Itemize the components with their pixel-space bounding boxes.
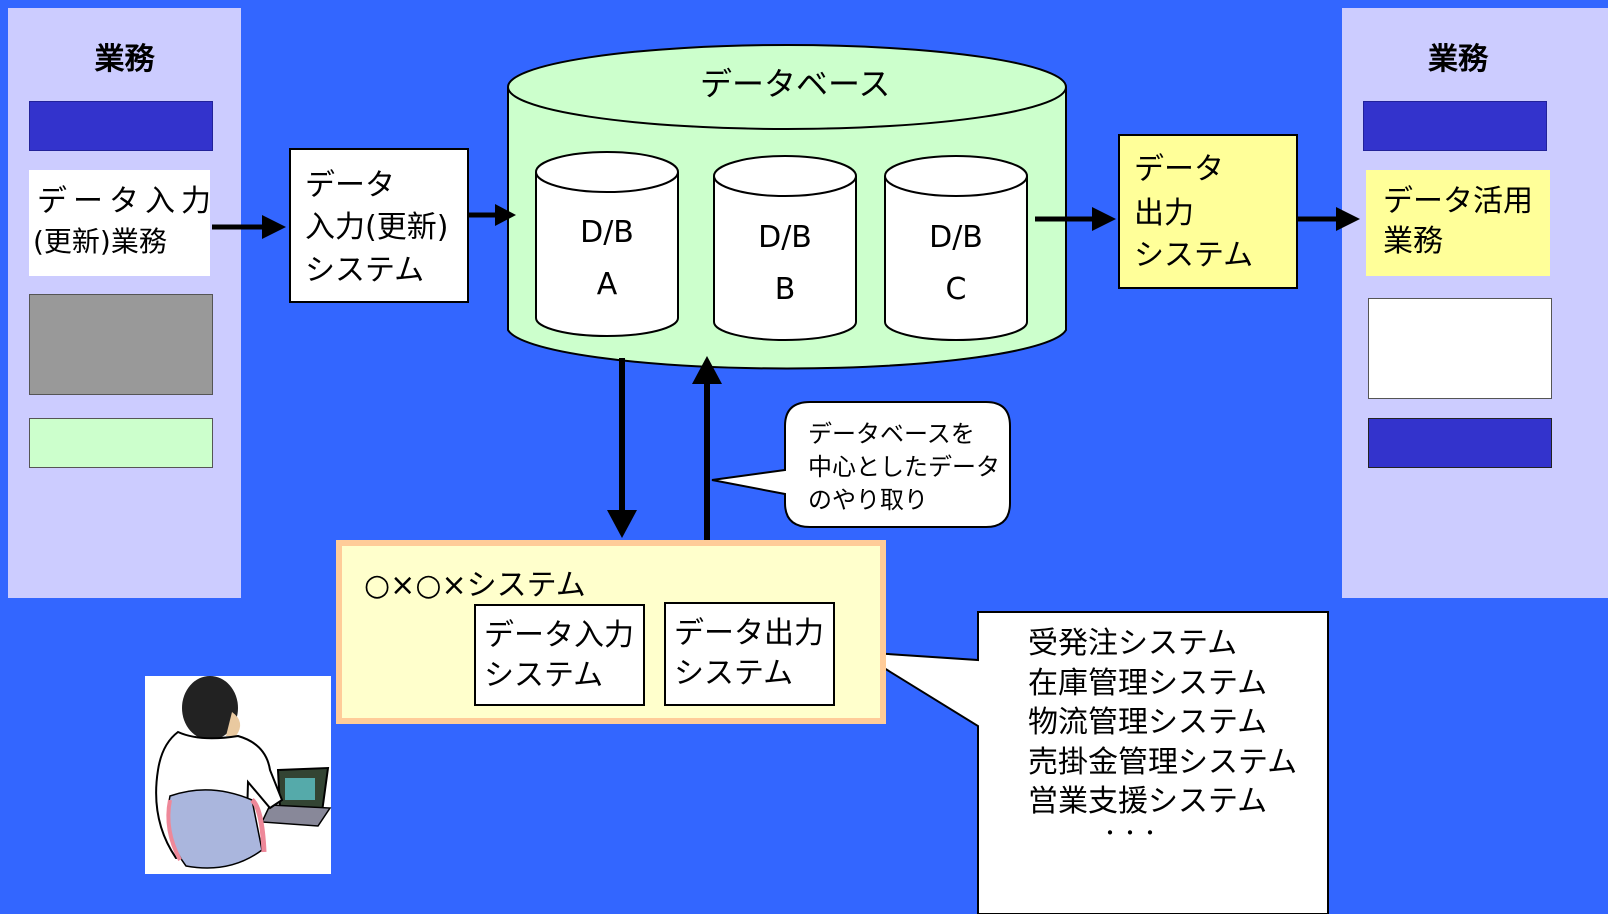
- db-cylinder-c: [884, 155, 1028, 341]
- data-input-business-line2: (更新)業務: [33, 225, 167, 258]
- ox-system-title: ○×○×システム: [364, 568, 586, 603]
- callout-bubble-shape: [711, 401, 1011, 528]
- data-output-system-box: データ 出力 システム: [1118, 134, 1298, 289]
- db-c-line1: D/B: [929, 220, 983, 255]
- systems-list-shape: [857, 611, 1329, 914]
- data-use-business-line1: データ活用: [1383, 184, 1533, 219]
- db-a-line1: D/B: [580, 215, 634, 250]
- callout-center-text: データベースを 中心としたデータ のやり取り: [808, 418, 1000, 517]
- db-a-line2: A: [596, 267, 618, 302]
- right-blue-block-bottom: [1368, 418, 1552, 468]
- systems-list-item: 営業支援システム: [1028, 784, 1268, 819]
- output-system-line2: 出力: [1134, 196, 1194, 231]
- left-panel-title: 業務: [94, 42, 155, 77]
- ox-output-line2: システム: [674, 656, 794, 691]
- callout-line2: 中心としたデータ: [808, 453, 1000, 481]
- person-at-computer-illustration: [145, 676, 332, 874]
- data-input-business-block: データ入力 (更新)業務: [29, 170, 211, 276]
- db-b-line2: B: [774, 272, 796, 307]
- systems-list-item: 物流管理システム: [1028, 705, 1268, 740]
- ox-data-input-system: データ入力 システム: [474, 604, 645, 706]
- ox-input-line2: システム: [484, 658, 604, 693]
- systems-list: 受発注システム 在庫管理システム 物流管理システム 売掛金管理システム 営業支援…: [1028, 624, 1297, 822]
- flow-arrows: [212, 204, 1360, 544]
- systems-list-item: 売掛金管理システム: [1028, 744, 1298, 780]
- systems-list-item: 在庫管理システム: [1028, 665, 1268, 701]
- callout-line3: のやり取り: [808, 486, 928, 514]
- db-c-line2: C: [945, 272, 967, 307]
- db-cylinder-a: [535, 151, 679, 337]
- systems-list-item: 受発注システム: [1028, 626, 1238, 661]
- left-business-panel: 業務 データ入力 (更新)業務: [8, 8, 241, 598]
- right-business-panel: 業務 データ活用 業務: [1342, 8, 1608, 598]
- data-input-business-line1: データ入力: [37, 184, 217, 219]
- data-use-business-line2: 業務: [1383, 224, 1443, 259]
- input-system-line1: データ: [305, 168, 395, 203]
- ox-output-line1: データ出力: [674, 616, 824, 651]
- right-panel-title: 業務: [1428, 42, 1488, 77]
- input-system-line3: システム: [305, 253, 425, 288]
- systems-list-ellipsis: ・・・: [1100, 822, 1160, 844]
- left-green-block: [29, 418, 213, 468]
- input-system-line2: 入力(更新): [305, 210, 449, 245]
- data-input-system-box: データ 入力(更新) システム: [289, 148, 469, 303]
- right-blue-block-top: [1363, 101, 1547, 151]
- ox-data-output-system: データ出力 システム: [664, 602, 835, 706]
- output-system-line3: システム: [1134, 238, 1254, 273]
- ox-system-box: ○×○×システム データ入力 システム データ出力 システム: [336, 540, 886, 724]
- db-b-line1: D/B: [758, 220, 812, 255]
- database-title: データベース: [700, 65, 891, 103]
- db-cylinder-b: [713, 155, 857, 341]
- data-use-business-block: データ活用 業務: [1366, 170, 1550, 276]
- callout-line1: データベースを: [808, 420, 975, 448]
- right-white-block: [1368, 298, 1552, 399]
- output-system-line1: データ: [1134, 152, 1224, 187]
- ox-input-line1: データ入力: [484, 618, 634, 653]
- left-gray-block: [29, 294, 213, 395]
- left-blue-block: [29, 101, 213, 151]
